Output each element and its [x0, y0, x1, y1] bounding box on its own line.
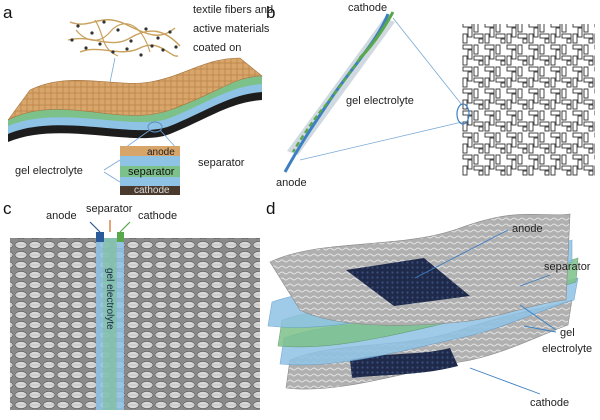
- gel-pointer-lower: [523, 325, 557, 333]
- gel-pointer-bottom: [103, 171, 121, 183]
- stack-gel-bottom-layer: [120, 177, 180, 186]
- fiber-bundle: [283, 11, 395, 173]
- panel-a: a textile fibers and active materials co…: [3, 3, 273, 196]
- stack-separator-layer: [120, 166, 180, 177]
- panel-b: b cathode gel electrolyte anode: [266, 2, 595, 189]
- anode-active-area: [346, 258, 470, 306]
- panel-a-letter: a: [3, 3, 13, 22]
- stack-anode-label: anode: [147, 147, 175, 158]
- gel-label-d-line2: electrolyte: [542, 343, 592, 355]
- cathode-label-b: cathode: [348, 2, 387, 14]
- cathode-pointer: [469, 367, 541, 395]
- woven-fabric-image: [10, 238, 260, 410]
- anode-label-d: anode: [512, 223, 543, 235]
- anode-pointer: [414, 229, 509, 279]
- panel-d-letter: d: [266, 199, 275, 218]
- stack-cathode-layer: [120, 186, 180, 195]
- stack-gel-top-layer: [120, 156, 180, 166]
- cathode-active-area: [350, 348, 458, 378]
- fiber-label-line2: active materials: [193, 23, 270, 35]
- separator-label-d: separator: [544, 261, 591, 273]
- gel-pointer-top: [103, 159, 121, 171]
- fiber-tangle-illustration: [67, 19, 181, 57]
- stack-cathode-label: cathode: [134, 185, 170, 196]
- cathode-label-c: cathode: [138, 210, 177, 222]
- cathode-label-d: cathode: [530, 397, 569, 409]
- gel-pointer-upper: [519, 304, 557, 331]
- fiber-label-line1: textile fibers and: [193, 4, 273, 16]
- anode-terminal: [96, 232, 104, 242]
- fiber-label-line3: coated on: [193, 42, 241, 54]
- zoom-line-b-bottom: [299, 121, 463, 161]
- separator-label: separator: [198, 157, 245, 169]
- gel-electrolyte-label-b: gel electrolyte: [346, 95, 414, 107]
- panel-c-letter: c: [3, 199, 12, 218]
- layer-stack-inset: anode separator cathode: [120, 146, 180, 196]
- panel-d: d anode separator gel electrolyte cathod…: [266, 199, 592, 409]
- separator-label-c: separator: [86, 203, 133, 215]
- cathode-arrow: [119, 221, 131, 233]
- stack-separator-label: separator: [128, 166, 175, 178]
- weave-zoom-ellipse: [456, 103, 470, 125]
- gel-electrolyte-label-c: gel electrolyte: [104, 268, 115, 330]
- zoom-line-b-top: [392, 17, 463, 106]
- anode-label-b: anode: [276, 177, 307, 189]
- cathode-terminal: [117, 232, 124, 242]
- anode-label-c: anode: [46, 210, 77, 222]
- panel-b-letter: b: [266, 3, 275, 22]
- gel-label-d-line1: gel: [560, 327, 575, 339]
- separator-strip: [103, 238, 117, 410]
- gel-electrolyte-label: gel electrolyte: [15, 165, 83, 177]
- plain-weave-diagram: [462, 24, 595, 176]
- separator-pointer: [519, 274, 551, 287]
- panel-c: c gel electrolyte anode separator cathod…: [3, 199, 260, 410]
- sheet-zoom-ellipse: [147, 121, 163, 133]
- stack-anode-layer: [120, 146, 180, 156]
- anode-arrow: [89, 221, 101, 233]
- textile-sheet: [7, 57, 263, 142]
